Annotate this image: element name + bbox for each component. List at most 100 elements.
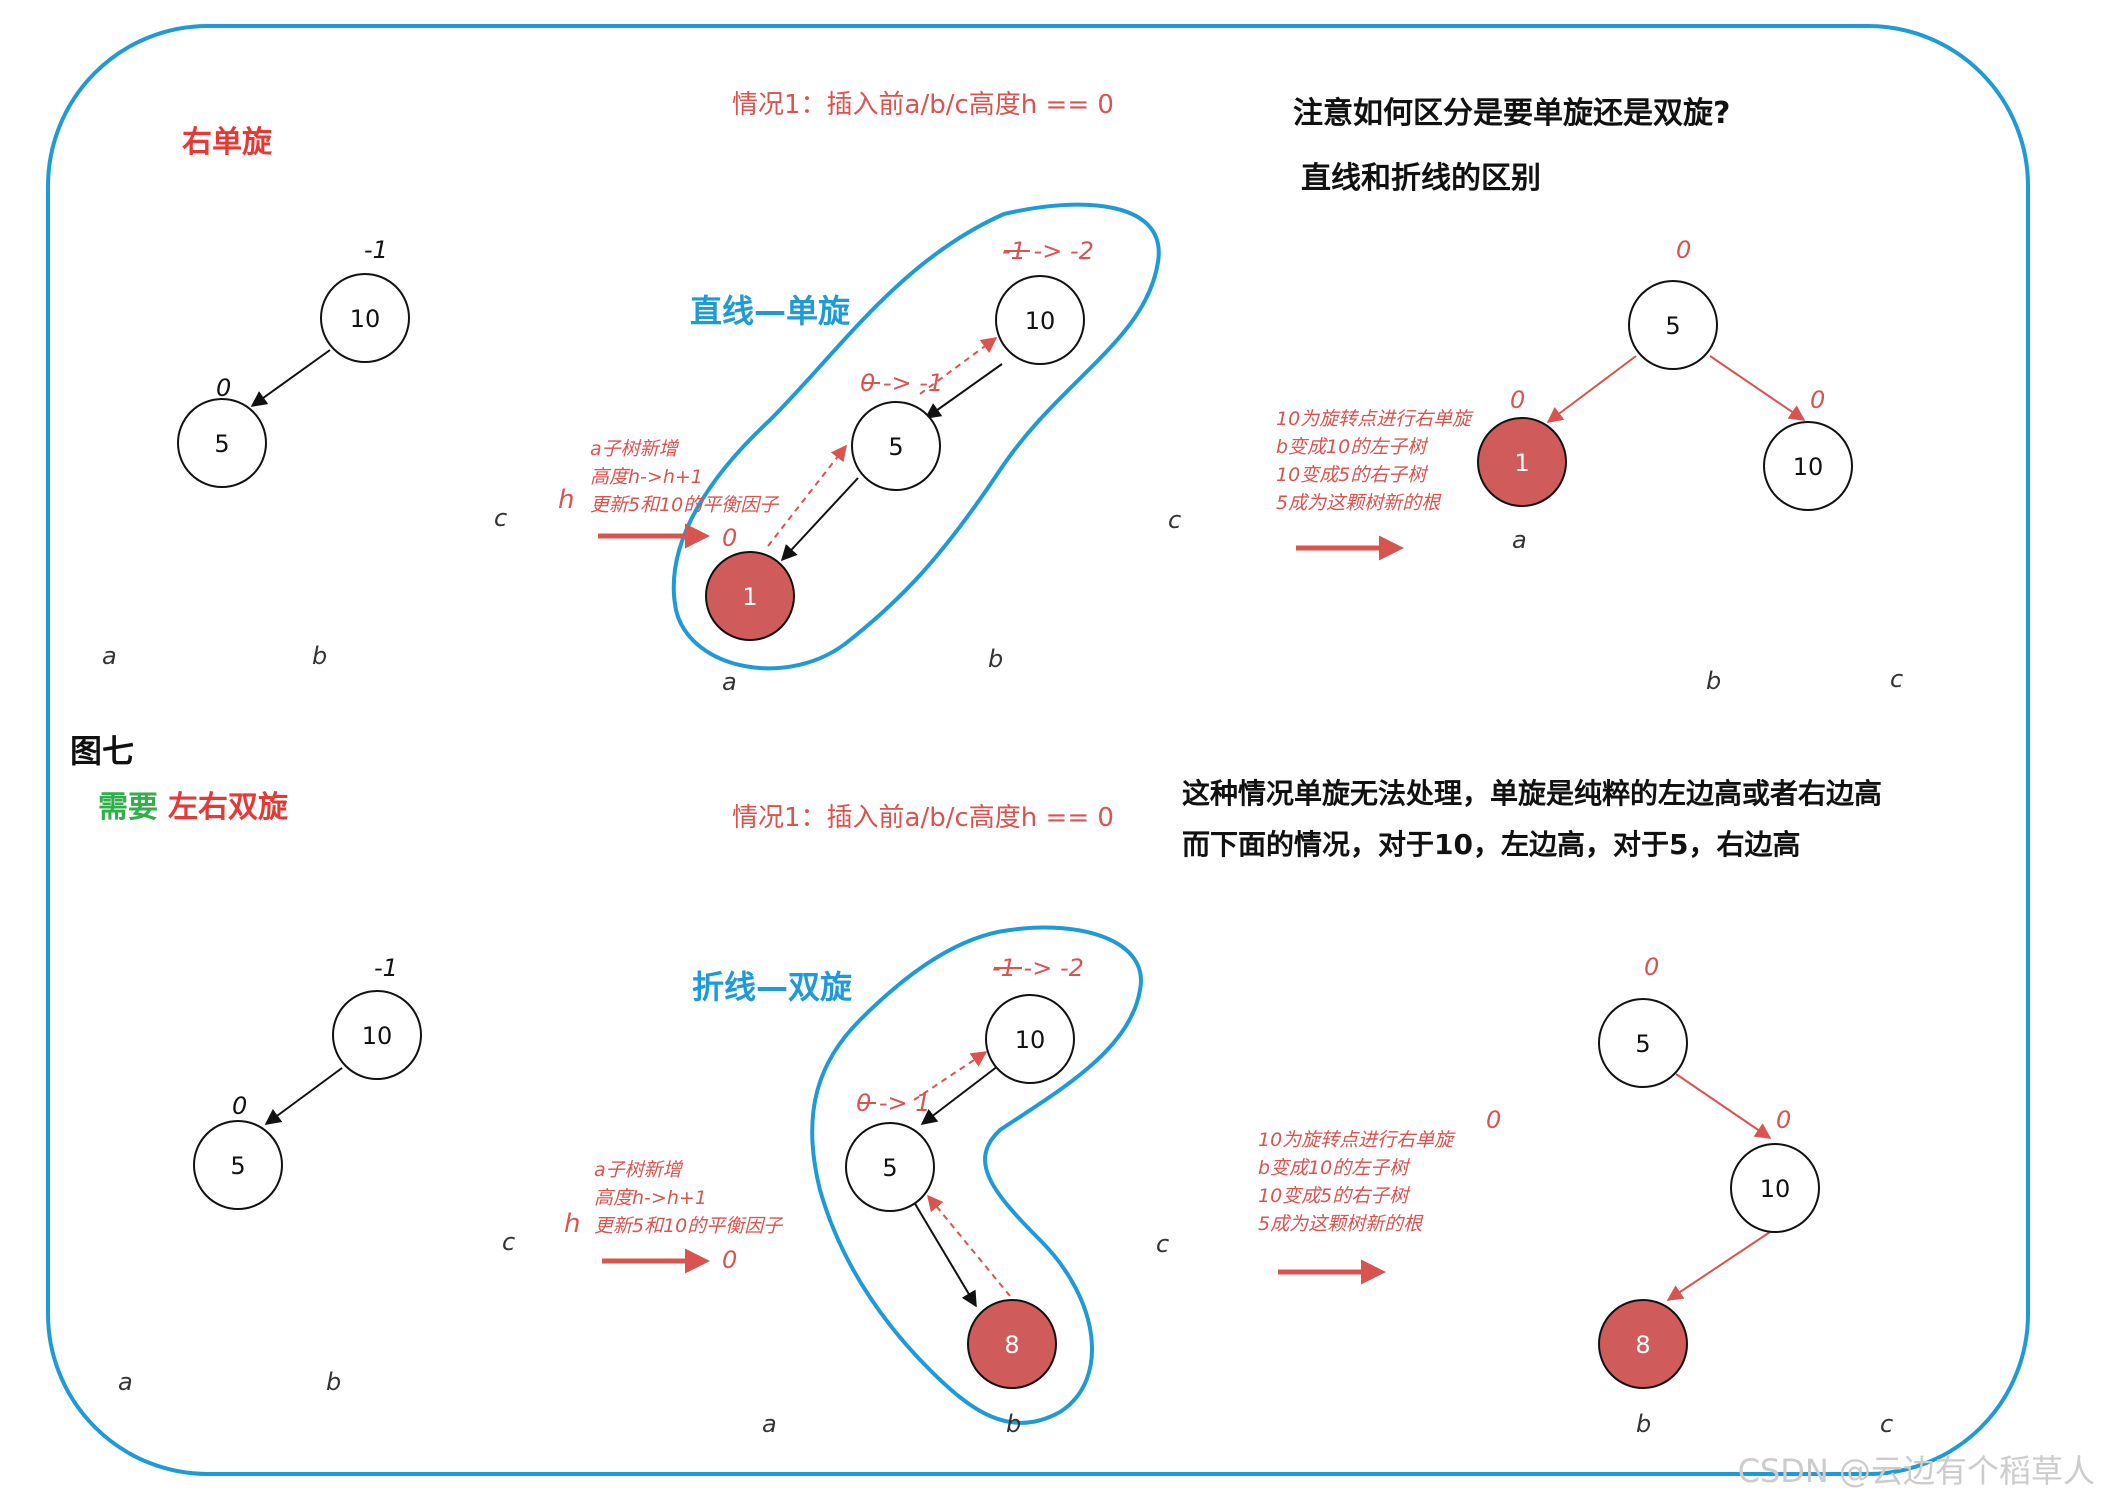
bottom-step3-tree: 10为旋转点进行右单旋 b变成10的左子树 10变成5的右子树 5成为这颗树新的…	[1258, 953, 1893, 1438]
subtree-label: a	[762, 1410, 777, 1438]
subtree-label: b	[312, 642, 327, 670]
subtree-label: a	[118, 1368, 133, 1396]
balance-factor: 0	[216, 374, 231, 402]
node-label: 1	[1514, 449, 1529, 477]
subtree-label: b	[1636, 1410, 1651, 1438]
rotate-note: 5成为这颗树新的根	[1276, 492, 1442, 514]
balance-factor: 0	[1676, 236, 1691, 264]
node-label: 8	[1004, 1331, 1019, 1359]
subtree-label: c	[502, 1228, 515, 1256]
node-label: 10	[1760, 1175, 1791, 1203]
tree-node	[1598, 998, 1688, 1088]
top-condition: 情况1：插入前a/b/c高度h == 0	[732, 90, 1114, 120]
tree-node	[1598, 1299, 1688, 1389]
tree-node	[177, 398, 267, 488]
rotate-note: 10变成5的右子树	[1276, 464, 1429, 486]
top-title: 右单旋	[182, 125, 272, 160]
tree-node	[320, 273, 410, 363]
subtree-label: c	[494, 504, 507, 532]
outer-frame	[46, 24, 2030, 1476]
bottom-condition: 情况1：插入前a/b/c高度h == 0	[732, 803, 1114, 833]
bottom-note-line2: 而下面的情况，对于10，左边高，对于5，右边高	[1182, 828, 1800, 861]
node-label: 5	[1635, 1030, 1650, 1058]
rotate-note: 10变成5的右子树	[1258, 1185, 1411, 1207]
inserted-node	[705, 551, 795, 641]
node-label: 5	[214, 430, 229, 458]
bottom-title-main: 左右双旋	[168, 790, 288, 825]
subtree-label: a	[722, 668, 737, 696]
balance-factor: 0	[1510, 386, 1525, 414]
node-label: 8	[1635, 1331, 1650, 1359]
highlight-loop	[810, 925, 1143, 1425]
rotate-note: 10为旋转点进行右单旋	[1276, 408, 1474, 430]
tree-node	[995, 275, 1085, 365]
tree-node	[851, 401, 941, 491]
subtree-label: c	[1156, 1230, 1169, 1258]
rotate-note: 5成为这颗树新的根	[1258, 1213, 1424, 1235]
insert-note: 更新5和10的平衡因子	[590, 494, 780, 516]
inserted-node	[967, 1299, 1057, 1389]
top-panel	[60, 38, 1986, 735]
tree-node	[845, 1122, 935, 1212]
figure-label: 图七	[70, 732, 134, 770]
balance-factor: 0	[1644, 953, 1659, 981]
node-label: 1	[742, 583, 757, 611]
rotate-note: b变成10的左子树	[1276, 436, 1429, 458]
node-label: 10	[1025, 307, 1056, 335]
subtree-label: b	[326, 1368, 341, 1396]
node-label: 10	[1793, 453, 1824, 481]
subtree-label: c	[1168, 506, 1181, 534]
shape-label: 折线—双旋	[692, 968, 852, 1006]
tree-node	[985, 994, 1075, 1084]
balance-factor: -1	[364, 236, 388, 264]
balance-factor: 0	[722, 524, 737, 552]
balance-factor: 0	[1486, 1106, 1501, 1134]
height-label: h	[564, 1209, 580, 1239]
node-label: 10	[350, 305, 381, 333]
insert-note: 高度h->h+1	[594, 1187, 707, 1209]
top-note-line2: 直线和折线的区别	[1301, 161, 1541, 196]
highlight-loop	[671, 202, 1161, 671]
insert-note: a子树新增	[590, 438, 680, 460]
bottom-step2-tree: 折线—双旋 -1 -> -2 10 0 -> 1 5 8 0 a子树新增 高度h…	[564, 925, 1169, 1438]
balance-factor: -1	[374, 954, 398, 982]
node-label: 5	[882, 1154, 897, 1182]
top-step2-tree: 直线—单旋 -1 -> -2 10 0 -> -1 5 0 1 a子树新增 高度…	[558, 202, 1181, 696]
shape-label: 直线—单旋	[690, 292, 850, 330]
tree-node	[193, 1120, 283, 1210]
balance-factor: 0	[1810, 386, 1825, 414]
tree-node	[1477, 417, 1567, 507]
insert-note: 高度h->h+1	[590, 466, 703, 488]
node-label: 5	[230, 1152, 245, 1180]
balance-factor: 0	[722, 1246, 737, 1274]
subtree-label: b	[1706, 667, 1721, 695]
top-step3-tree: 10为旋转点进行右单旋 b变成10的左子树 10变成5的右子树 5成为这颗树新的…	[1276, 236, 1903, 695]
subtree-label: a	[102, 642, 117, 670]
watermark: CSDN @云边有个稻草人	[1738, 1452, 2095, 1490]
bottom-title-prefix: 需要	[98, 790, 158, 825]
rotate-note: b变成10的左子树	[1258, 1157, 1411, 1179]
subtree-label: c	[1890, 665, 1903, 693]
subtree-label: b	[988, 645, 1003, 673]
insert-note: 更新5和10的平衡因子	[594, 1215, 784, 1237]
insert-note: a子树新增	[594, 1159, 684, 1181]
bottom-note-line1: 这种情况单旋无法处理，单旋是纯粹的左边高或者右边高	[1182, 777, 1882, 810]
tree-node	[1730, 1143, 1820, 1233]
bottom-step1-tree: -1 10 0 5 a b c	[118, 954, 515, 1396]
node-label: 5	[1665, 312, 1680, 340]
tree-node	[1763, 421, 1853, 511]
node-label: 10	[1015, 1026, 1046, 1054]
subtree-label: c	[1880, 1410, 1893, 1438]
balance-factor: 0	[1776, 1106, 1791, 1134]
top-note-line1: 注意如何区分是要单旋还是双旋?	[1293, 96, 1730, 131]
tree-node	[332, 990, 422, 1080]
subtree-label: b	[1006, 1410, 1021, 1438]
subtree-label: a	[1512, 526, 1527, 554]
rotate-note: 10为旋转点进行右单旋	[1258, 1129, 1456, 1151]
height-label: h	[558, 485, 574, 515]
node-label: 5	[888, 433, 903, 461]
top-step1-tree: -1 10 0 5 a b c	[102, 236, 507, 670]
tree-node	[1628, 280, 1718, 370]
node-label: 10	[362, 1022, 393, 1050]
